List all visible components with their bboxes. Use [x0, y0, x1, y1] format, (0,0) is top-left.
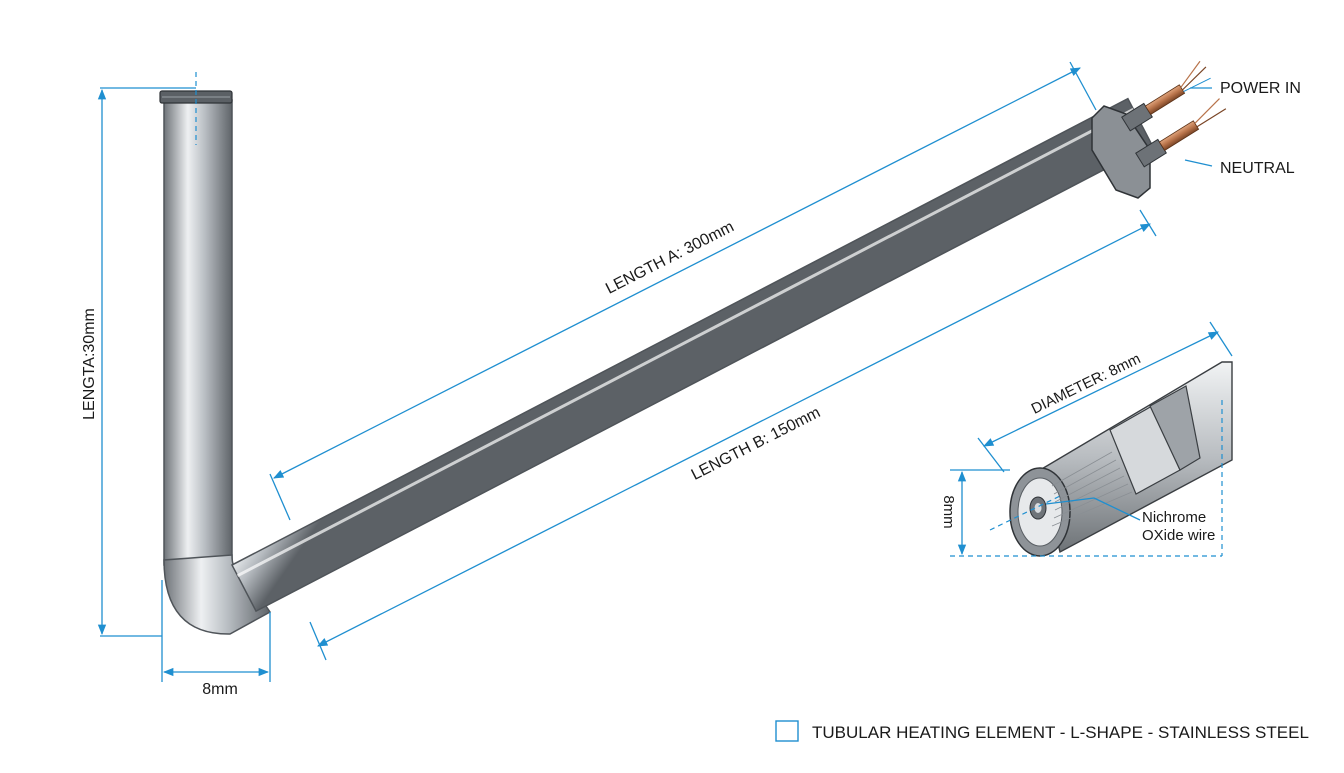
dimension-length-a [269, 61, 1097, 521]
legend: TUBULAR HEATING ELEMENT - L-SHAPE - STAI… [775, 720, 1309, 742]
label-diameter: DIAMETER: 8mm [1029, 350, 1144, 418]
label-length-a: LENGTH A: 300mm [603, 218, 737, 297]
label-length-vertical: LENGTA:30mm [81, 308, 98, 420]
label-length-b: LENGTH B: 150mm [689, 404, 823, 484]
dimension-length-b [309, 209, 1157, 661]
dimension-vertical [97, 72, 197, 637]
section-wire-strands [1051, 451, 1133, 527]
legend-text: TUBULAR HEATING ELEMENT - L-SHAPE - STAI… [812, 723, 1309, 742]
terminal-stud-top [1121, 60, 1211, 132]
label-section-height: 8mm [940, 495, 957, 528]
dimension-section-height [950, 469, 1010, 556]
legend-swatch [775, 720, 799, 742]
label-width-bottom: 8mm [202, 681, 238, 698]
label-core-line2: OXide wire [1142, 527, 1215, 544]
label-core-line1: Nichrome [1142, 509, 1206, 526]
label-neutral: NEUTRAL [1220, 160, 1295, 177]
tube-vertical-leg [163, 99, 233, 566]
terminal-stud-bottom [1135, 98, 1227, 168]
terminal-assembly [1091, 60, 1227, 199]
terminal-flange [1091, 105, 1151, 199]
l-shaped-tube [159, 90, 1153, 635]
label-power-in: POWER IN [1220, 80, 1301, 97]
dimension-diameter [977, 321, 1233, 473]
dimension-width-bottom [161, 580, 271, 682]
